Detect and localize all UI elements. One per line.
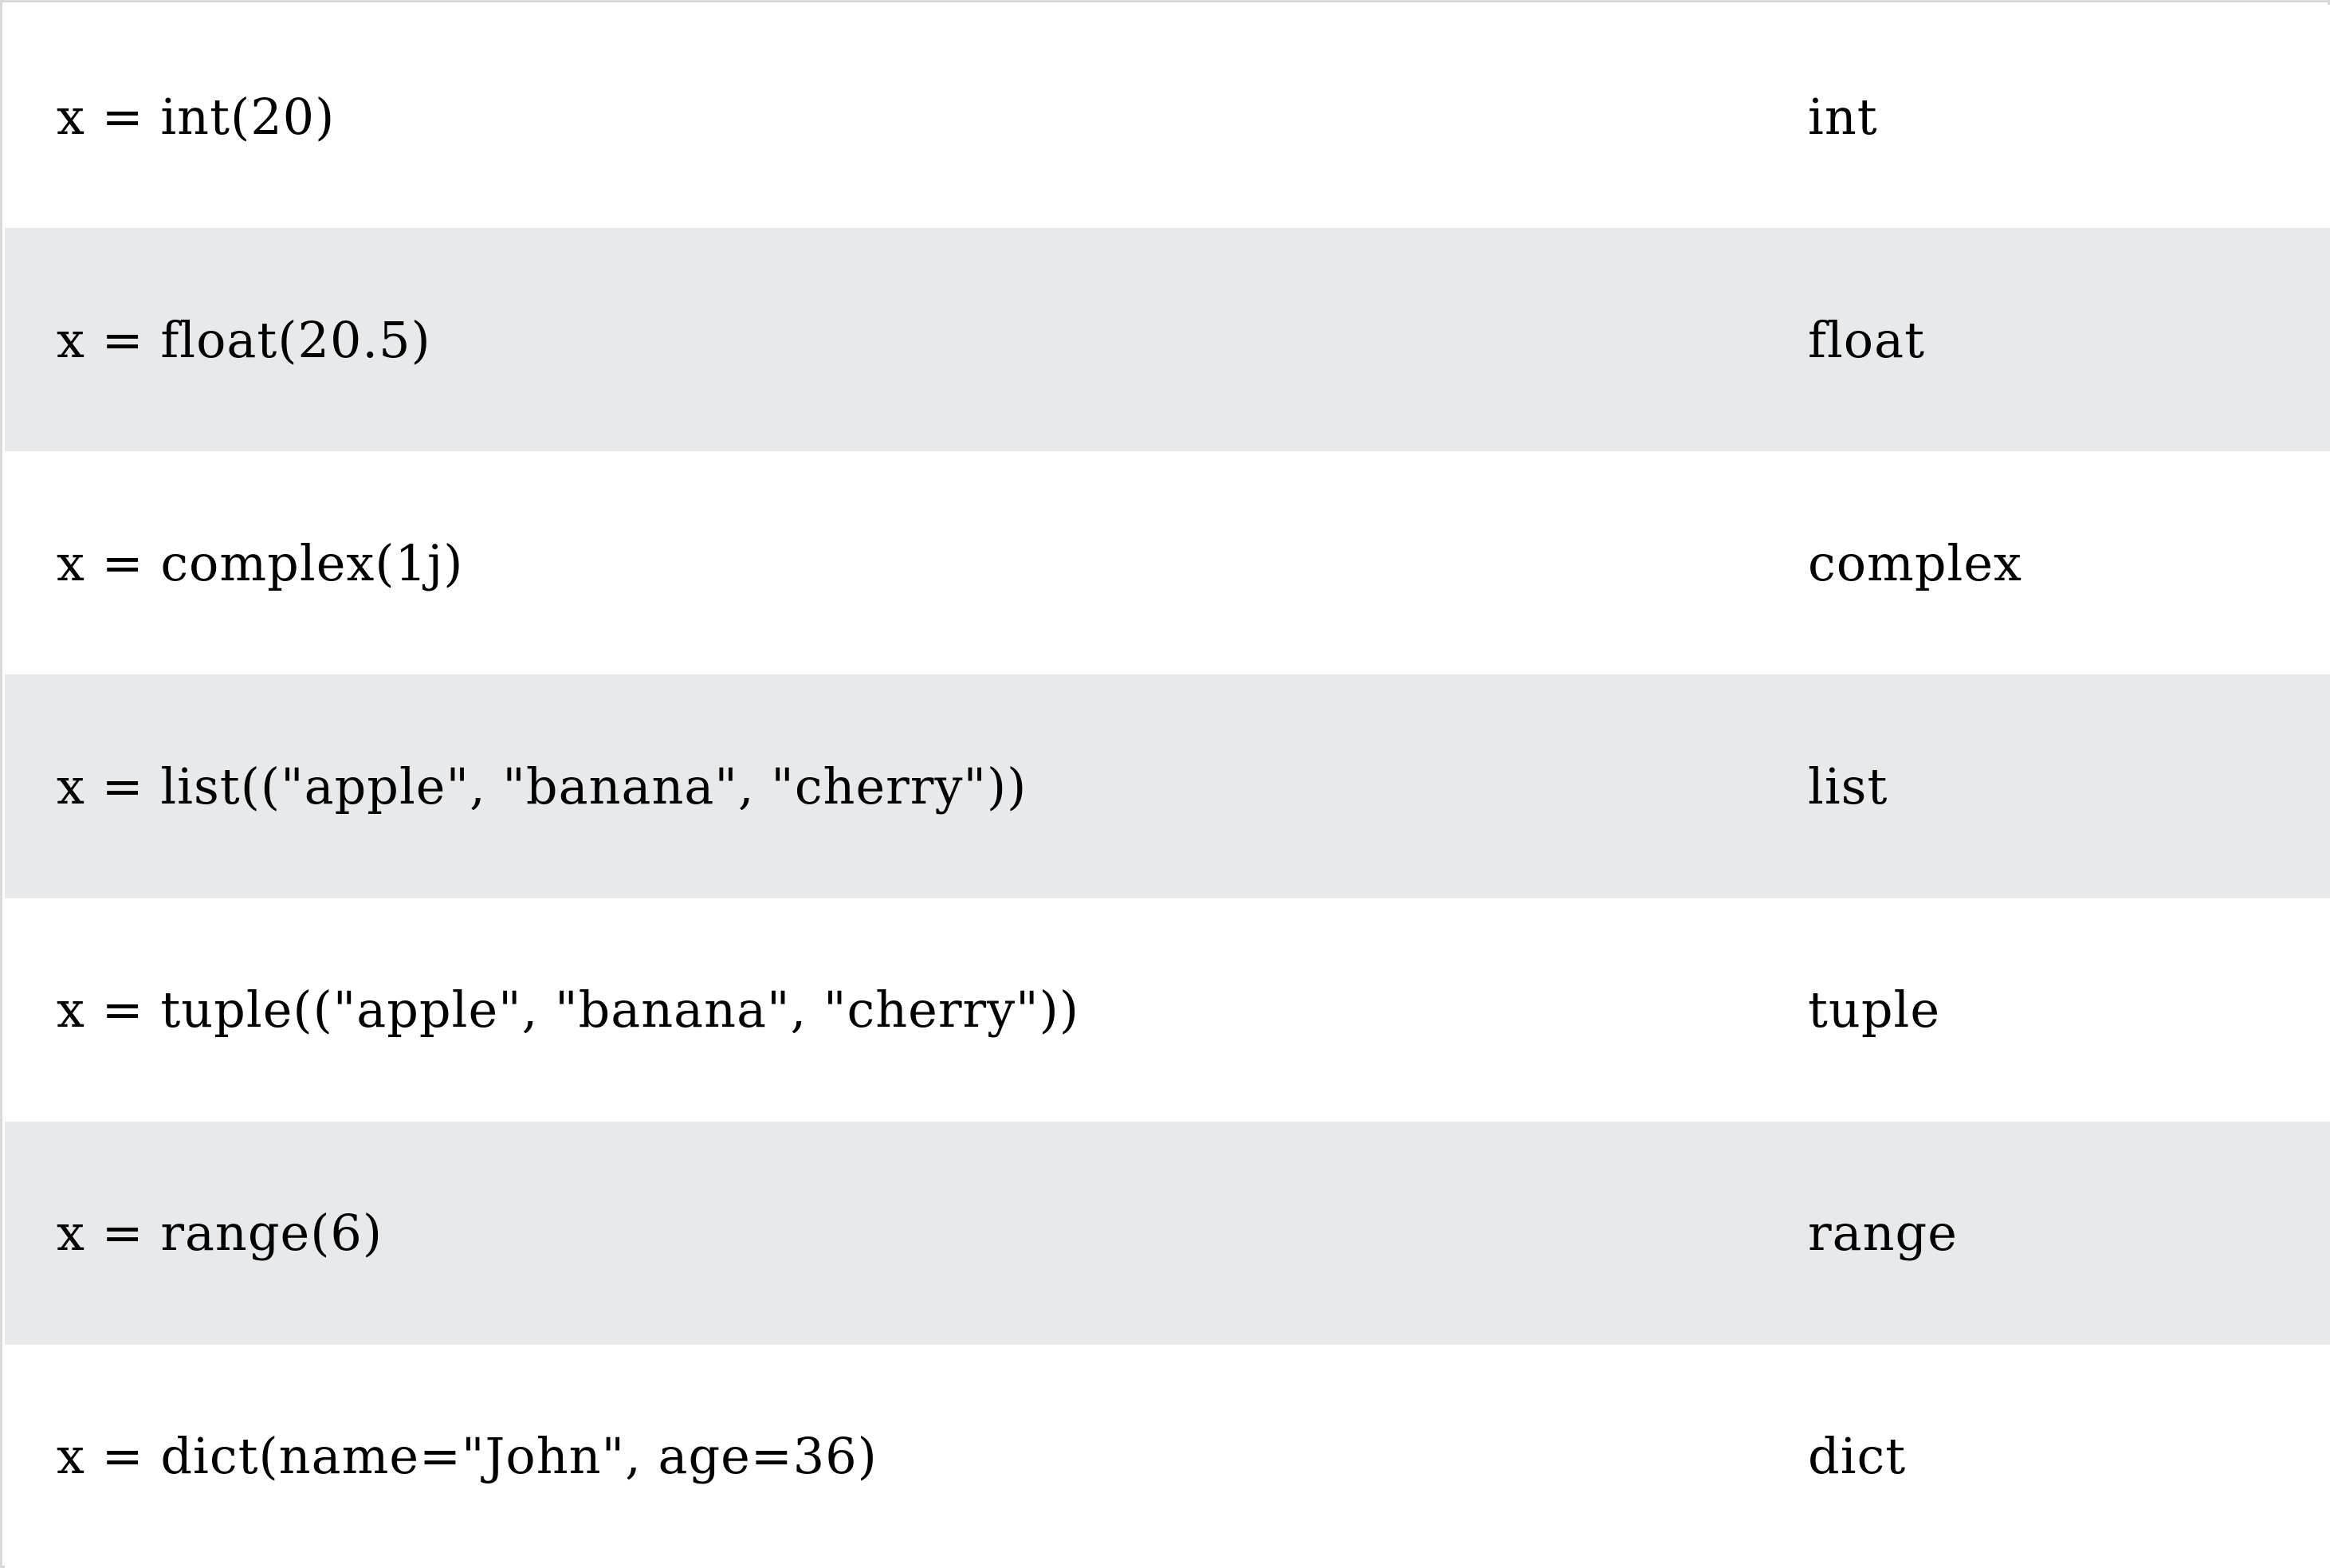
data-type-cell: tuple xyxy=(1808,980,1941,1039)
example-code-cell: x = float(20.5) xyxy=(57,310,431,369)
data-type-cell: dict xyxy=(1808,1427,1907,1486)
table-row: x = int(20) int xyxy=(5,5,2330,229)
data-type-cell: float xyxy=(1808,310,1925,369)
data-type-cell: complex xyxy=(1808,533,2023,592)
table-row: x = dict(name="John", age=36) dict xyxy=(5,1344,2330,1568)
example-code-cell: x = range(6) xyxy=(57,1204,383,1263)
table-row: x = float(20.5) float xyxy=(5,228,2330,452)
table-row: x = range(6) range xyxy=(5,1121,2330,1345)
table-row: x = list(("apple", "banana", "cherry")) … xyxy=(5,674,2330,898)
example-code-cell: x = dict(name="John", age=36) xyxy=(57,1427,878,1486)
data-type-cell: range xyxy=(1808,1204,1958,1263)
example-code-cell: x = int(20) xyxy=(57,87,336,146)
example-code-cell: x = list(("apple", "banana", "cherry")) xyxy=(57,756,1027,815)
example-code-cell: x = tuple(("apple", "banana", "cherry")) xyxy=(57,980,1080,1039)
data-types-table: x = int(20) int x = float(20.5) float x … xyxy=(5,5,2330,1568)
example-code-cell: x = complex(1j) xyxy=(57,533,464,592)
table-row: x = complex(1j) complex xyxy=(5,451,2330,675)
table-row: x = tuple(("apple", "banana", "cherry"))… xyxy=(5,898,2330,1122)
data-type-cell: int xyxy=(1808,87,1878,146)
data-type-cell: list xyxy=(1808,756,1888,815)
